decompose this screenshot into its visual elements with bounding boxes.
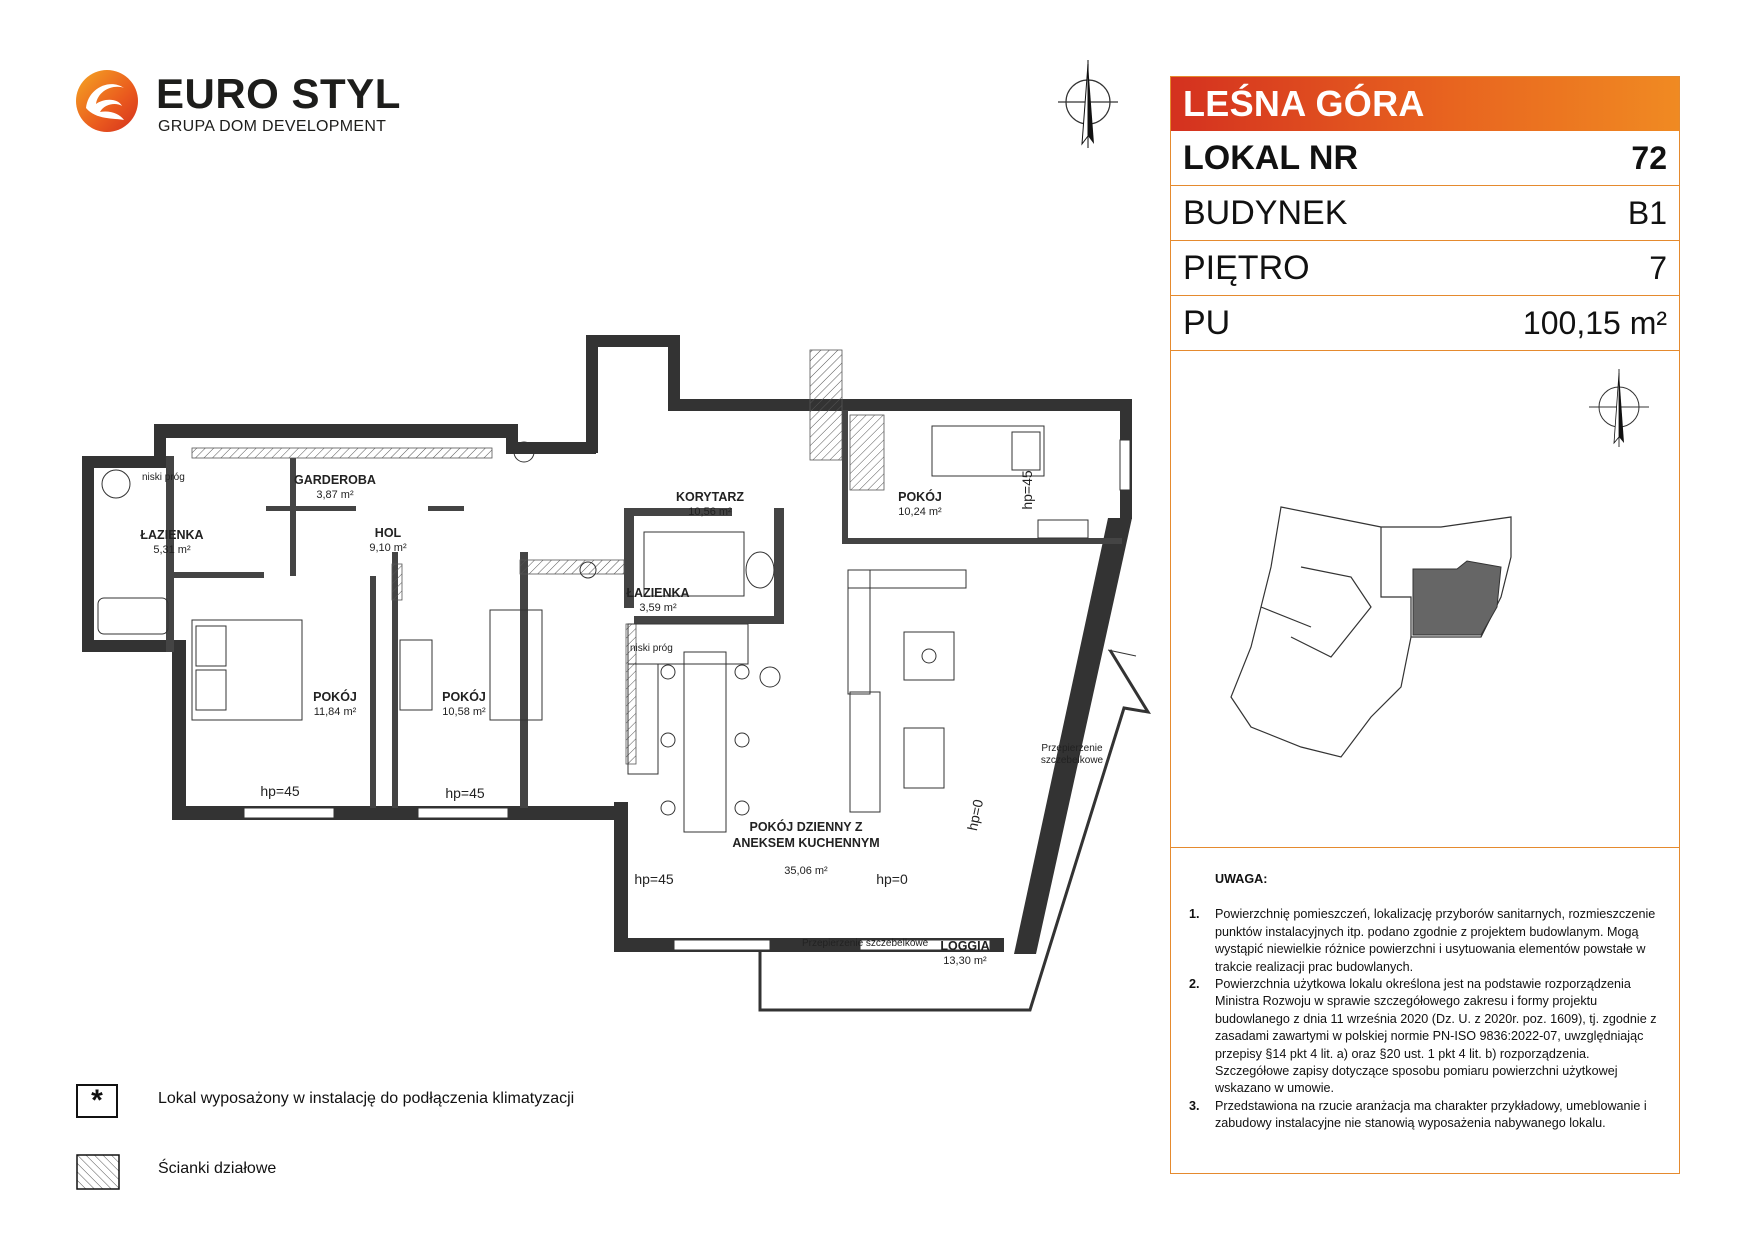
room-name-dzienny-2: ANEKSEM KUCHENNYM xyxy=(732,836,879,850)
hp-label-living-door: hp=0 xyxy=(876,871,908,887)
row-lokal: LOKAL NR 72 xyxy=(1171,131,1679,186)
note-text: Przedstawiona na rzucie aranżacja ma cha… xyxy=(1215,1098,1647,1131)
row-pietro: PIĘTRO 7 xyxy=(1171,241,1679,296)
floor-plan: GARDEROBA 3,87 m² HOL 9,10 m² ŁAZIENKA 5… xyxy=(82,335,1151,1012)
row-budynek: BUDYNEK B1 xyxy=(1171,186,1679,241)
building-outline xyxy=(1230,506,1512,758)
legend-row-ac: * Lokal wyposażony w instalację do podłą… xyxy=(76,1084,776,1134)
room-area-korytarz: 10,56 m² xyxy=(688,506,732,518)
przepierzenie-right-2: szczebelkowe xyxy=(1041,755,1104,766)
row-pu: PU 100,15 m² xyxy=(1171,296,1679,351)
hp-label-s: hp=45 xyxy=(445,785,485,801)
room-name-korytarz: KORYTARZ xyxy=(676,490,744,504)
note-number: 1. xyxy=(1189,907,1200,922)
legend-row-walls: Ścianki działowe xyxy=(76,1154,776,1204)
note-item: 1. Powierzchnię pomieszczeń, lokalizację… xyxy=(1189,906,1667,976)
ac-symbol-icon: * xyxy=(76,1084,118,1118)
room-area-lazienka-1: 5,31 m² xyxy=(153,544,191,556)
room-name-pokoj-sw: POKÓJ xyxy=(313,689,357,704)
partition-walls xyxy=(191,349,885,765)
building-location-map xyxy=(1171,357,1679,848)
row-lokal-label: LOKAL NR xyxy=(1183,138,1359,177)
furniture xyxy=(97,425,1089,833)
legend: * Lokal wyposażony w instalację do podłą… xyxy=(76,1084,776,1224)
room-area-loggia: 13,30 m² xyxy=(943,955,987,967)
note-item: 3. Przedstawiona na rzucie aranżacja ma … xyxy=(1189,1098,1667,1133)
hatch-pattern-icon xyxy=(76,1154,120,1190)
hp-label-ne: hp=45 xyxy=(1019,470,1035,510)
room-area-pokoj-s: 10,58 m² xyxy=(442,706,486,718)
ac-unit-icons xyxy=(513,441,781,688)
room-name-dzienny-1: POKÓJ DZIENNY Z xyxy=(750,819,863,834)
hp-label-diagonal: hp=0 xyxy=(964,798,986,832)
hp-label-sw: hp=45 xyxy=(260,783,300,799)
niski-prog-1: niski próg xyxy=(142,472,185,483)
apartment-info-panel: LEŚNA GÓRA LOKAL NR 72 BUDYNEK B1 PIĘTRO… xyxy=(1170,76,1680,1174)
room-name-pokoj-ne: POKÓJ xyxy=(898,489,942,504)
room-area-lazienka-2: 3,59 m² xyxy=(639,602,677,614)
diagonal-wall xyxy=(1014,518,1132,954)
room-name-lazienka-1: ŁAZIENKA xyxy=(140,528,203,542)
notes-title: UWAGA: xyxy=(1215,872,1268,886)
windows xyxy=(243,439,1131,951)
exterior-walls xyxy=(82,335,1132,952)
row-budynek-label: BUDYNEK xyxy=(1183,193,1348,232)
przepierzenie-right-1: Przepierzenie xyxy=(1041,743,1103,754)
notes-section: UWAGA: 1. Powierzchnię pomieszczeń, loka… xyxy=(1189,871,1667,1133)
room-area-hol: 9,10 m² xyxy=(369,542,407,554)
room-area-garderoba: 3,87 m² xyxy=(316,489,354,501)
row-budynek-value: B1 xyxy=(1627,194,1667,231)
note-number: 2. xyxy=(1189,977,1200,992)
highlighted-apartment xyxy=(1412,560,1502,636)
row-pu-label: PU xyxy=(1183,303,1231,342)
north-arrow-icon xyxy=(1058,60,1118,148)
room-area-dzienny: 35,06 m² xyxy=(784,865,828,877)
note-number: 3. xyxy=(1189,1098,1200,1113)
niski-prog-2: niski próg xyxy=(630,643,673,654)
row-pietro-label: PIĘTRO xyxy=(1183,248,1310,287)
room-name-lazienka-2: ŁAZIENKA xyxy=(626,586,689,600)
hp-label-living: hp=45 xyxy=(634,871,674,887)
room-name-garderoba: GARDEROBA xyxy=(294,473,376,487)
loggia-outline xyxy=(758,649,1151,1012)
note-text: Powierzchnia użytkowa lokalu określona j… xyxy=(1215,977,1657,1096)
north-arrow-small-icon xyxy=(1589,369,1649,447)
euro-styl-logo-icon xyxy=(76,70,138,132)
row-lokal-value: 72 xyxy=(1631,139,1667,176)
room-area-pokoj-sw: 11,84 m² xyxy=(314,706,357,718)
room-name-pokoj-s: POKÓJ xyxy=(442,689,486,704)
legend-walls-text: Ścianki działowe xyxy=(158,1160,277,1177)
project-name: LEŚNA GÓRA xyxy=(1171,77,1679,131)
brand-logo: EURO STYL GRUPA DOM DEVELOPMENT xyxy=(74,68,400,148)
legend-ac-text: Lokal wyposażony w instalację do podłącz… xyxy=(158,1090,575,1107)
brand-name: EURO STYL xyxy=(156,70,401,117)
row-pu-value: 100,15 m² xyxy=(1522,304,1667,341)
row-pietro-value: 7 xyxy=(1649,249,1667,286)
note-text: Powierzchnię pomieszczeń, lokalizację pr… xyxy=(1215,907,1656,974)
brand-subtitle: GRUPA DOM DEVELOPMENT xyxy=(158,118,387,135)
przepierzenie-bottom: Przepierzenie szczebelkowe xyxy=(802,938,929,949)
interior-walls xyxy=(166,410,1122,808)
building-key-plan xyxy=(1230,369,1649,758)
room-name-loggia: LOGGIA xyxy=(940,939,989,953)
room-area-pokoj-ne: 10,24 m² xyxy=(898,506,942,518)
note-item: 2. Powierzchnia użytkowa lokalu określon… xyxy=(1189,976,1667,1098)
room-name-hol: HOL xyxy=(375,526,402,540)
